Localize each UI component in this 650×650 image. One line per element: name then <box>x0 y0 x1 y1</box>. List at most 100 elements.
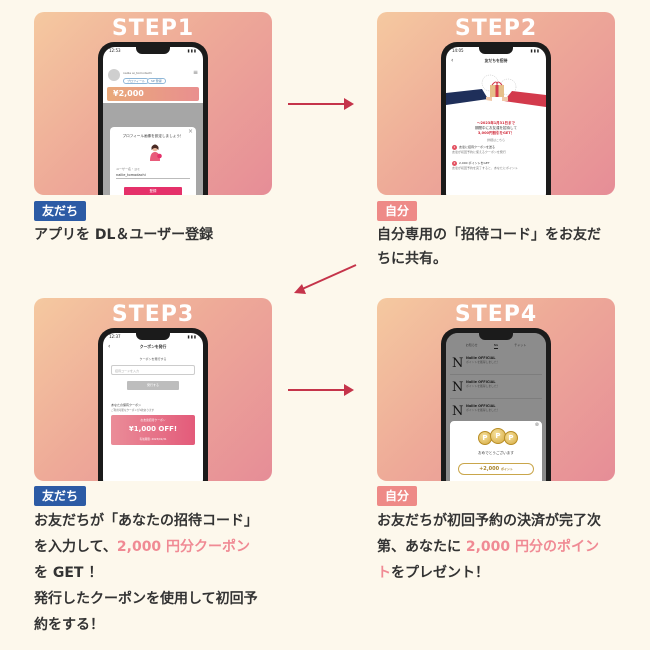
step3-desc-line: を GET ！ <box>34 560 258 586</box>
step4-desc-line: お友だちが初回予約の決済が完了次 <box>377 508 601 534</box>
issue-button[interactable]: 発行する <box>127 381 179 390</box>
points-value: +2,000 <box>479 466 500 472</box>
coupon-card[interactable]: お友達招待クーポン ¥1,000 OFF! 有効期限: 2023/01/31 <box>111 415 195 445</box>
step3-desc: お友だちが「あなたの招待コード」を入力して、2,000 円分クーポンを GET … <box>34 508 258 638</box>
step3-screen: 12:37 ▮▮▮ ‹ クーポンを発行 クーポンを発行する 招待コードを入力 発… <box>103 333 203 481</box>
desc-highlight: 2,000 円分のポイン <box>465 539 600 555</box>
desc-text: を GET ！ <box>34 565 103 581</box>
row-title: 2,000 ポイントをGET <box>459 161 490 165</box>
list-item[interactable]: N Nailie OFFICIAL ポイントを獲得しました！ <box>450 377 542 399</box>
details-link[interactable]: 詳細はこちら <box>486 138 505 142</box>
status-bar: 12:37 ▮▮▮ <box>109 334 197 339</box>
step4-tag: 自分 <box>377 486 418 506</box>
step4-title: STEP4 <box>454 302 538 327</box>
desc-text: お友だちが初回予約の決済が完了次 <box>377 513 601 529</box>
register-button[interactable]: 登録 <box>124 187 182 195</box>
step4-desc-line: トをプレゼント！ <box>377 560 601 586</box>
status-bar: 14:05 ▮▮▮ <box>452 48 540 53</box>
screen-title: クーポンを発行 <box>139 344 167 349</box>
input-label: クーポンを発行する <box>139 357 167 361</box>
back-icon[interactable]: ‹ <box>451 57 454 64</box>
campaign-line: 〜2023年1月31日まで <box>476 121 516 125</box>
desc-text: お友だちが「あなたの招待コード」 <box>34 513 258 529</box>
back-icon[interactable]: ‹ <box>108 343 111 350</box>
profile-name: nailie ai_tomodachi <box>123 71 153 75</box>
points-button[interactable]: +2,000 ポイント <box>458 463 534 475</box>
coin-icon: P <box>504 431 518 445</box>
step1-tag: 友だち <box>34 201 87 221</box>
row-sub: 友達が初回予約を完了すると、あなたにポイント <box>452 166 518 170</box>
step3-desc-line: 発行したクーポンを使用して初回予 <box>34 586 258 612</box>
field-label: ユーザー名・ヨミ <box>116 167 140 171</box>
step4-desc-line: 第、あなたに 2,000 円分のポイン <box>377 534 601 560</box>
item-message: ポイントを獲得しました！ <box>466 360 500 364</box>
section-title: あなたの保有クーポン <box>111 403 142 407</box>
row-title: 友達に招待クーポンを送る <box>459 145 496 149</box>
points-modal: ⊗ P P P おめでとうございます +2,000 ポイント <box>450 421 542 481</box>
nailie-logo-icon: N <box>452 356 464 371</box>
coupon-label: お友達招待クーポン <box>140 418 166 422</box>
screen-title: 友だちを招待 <box>484 58 508 63</box>
desc-text: をプレゼント！ <box>391 565 489 581</box>
campaign-line: 3,000円割引をGET！ <box>477 131 515 135</box>
tab-bar: お知らせ NG チャット <box>446 343 546 351</box>
desc-text: 約をする！ <box>34 617 104 633</box>
step4-desc: お友だちが初回予約の決済が完了次第、あなたに 2,000 円分のポイントをプレゼ… <box>377 508 601 586</box>
item-message: ポイントを獲得しました！ <box>466 384 500 388</box>
phone-notch <box>479 47 513 54</box>
step3-desc-line: を入力して、2,000 円分クーポン <box>34 534 258 560</box>
avatar[interactable] <box>108 69 120 81</box>
tab-news[interactable]: お知らせ <box>465 343 478 347</box>
tab-ng[interactable]: NG <box>493 343 499 349</box>
points-unit: ポイント <box>500 467 513 471</box>
tab-chat[interactable]: チャット <box>514 343 527 347</box>
banner-value: ¥2,000 <box>113 89 144 98</box>
close-icon[interactable]: × <box>187 128 193 135</box>
invite-code-input[interactable]: 招待コードを入力 <box>111 365 195 375</box>
arrow-right-icon <box>288 98 354 110</box>
section-sub: ご利用可能なクーポンが1枚あります <box>111 409 155 412</box>
promo-banner[interactable]: ¥2,000 <box>107 87 199 101</box>
profile-modal: × プロフィール画像を設定しましょう！ ユーザー名・ヨミ nailie_tomo… <box>110 127 196 195</box>
campaign-line: 期間中にお友達を招待して <box>475 126 517 130</box>
step1-title: STEP1 <box>111 16 195 41</box>
desc-text: 第、あなたに <box>377 539 466 555</box>
status-bar: 12:53 ▮▮▮ <box>109 48 197 53</box>
step3-phone: 12:37 ▮▮▮ ‹ クーポンを発行 クーポンを発行する 招待コードを入力 発… <box>98 328 208 481</box>
step1-desc-line: アプリを DL＆ユーザー登録 <box>34 227 214 243</box>
step4-phone: お知らせ NG チャット N Nailie OFFICIAL ポイントを獲得しました… <box>441 328 551 481</box>
list-item[interactable]: N Nailie OFFICIAL ポイントを獲得しました！ <box>450 353 542 375</box>
nailie-logo-icon: N <box>452 380 464 395</box>
step2-screen: 14:05 ▮▮▮ ‹ 友だちを招待 〜2023年1月31日まで 期間中にお友達… <box>446 47 546 195</box>
step3-title: STEP3 <box>111 302 195 327</box>
step1-phone: 12:53 ▮▮▮ nailie ai_tomodachi プロフィール SP … <box>98 42 208 195</box>
status-time: 14:05 <box>452 48 464 53</box>
step2-desc-line: ちに共有。 <box>377 251 447 267</box>
coupon-expiry: 有効期限: 2023/01/31 <box>139 438 167 441</box>
step3-desc-line: 約をする！ <box>34 612 258 638</box>
step3-desc-line: お友だちが「あなたの招待コード」 <box>34 508 258 534</box>
step1-card: STEP1 12:53 ▮▮▮ nailie ai_tomodachi プロフィ… <box>34 12 272 195</box>
modal-title: プロフィール画像を設定しましょう！ <box>122 134 184 138</box>
status-time: 12:37 <box>109 334 121 339</box>
desc-text: を入力して、 <box>34 539 117 555</box>
menu-icon[interactable]: ≡ <box>192 69 198 76</box>
status-icons: ▮▮▮ <box>530 48 540 53</box>
phone-notch <box>136 333 170 340</box>
status-icons: ▮▮▮ <box>187 334 197 339</box>
username-field[interactable]: nailie_tomodachi <box>116 172 190 179</box>
step4-screen: お知らせ NG チャット N Nailie OFFICIAL ポイントを獲得しました… <box>446 333 546 481</box>
step4-card: STEP4 お知らせ NG チャット N Nailie OFFICIAL ポイントを… <box>377 298 615 481</box>
nailie-logo-icon: N <box>452 404 464 419</box>
profile-pill[interactable]: プロフィール <box>123 78 149 84</box>
sp-register-pill[interactable]: SP 登録 <box>147 78 166 84</box>
gift-handshake-illustration-icon <box>446 74 546 107</box>
item-name: Nailie OFFICIAL <box>466 404 496 408</box>
arrow-right-icon <box>288 384 354 396</box>
desc-highlight: ト <box>377 565 391 581</box>
congrats-text: おめでとうございます <box>478 451 514 455</box>
step2-title: STEP2 <box>454 16 538 41</box>
close-icon[interactable]: ⊗ <box>534 422 539 428</box>
